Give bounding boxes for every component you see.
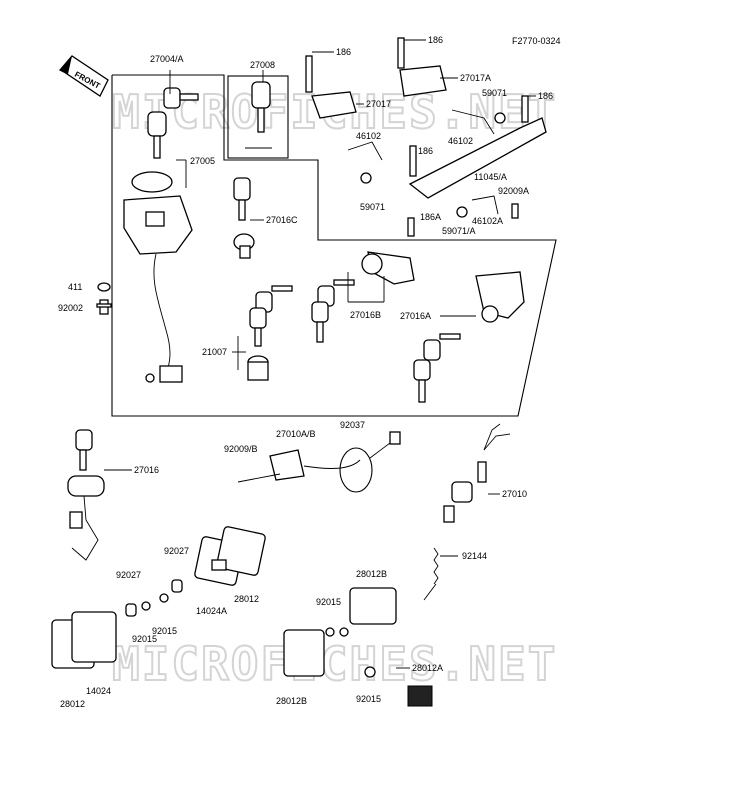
grommet-icon [360,172,372,184]
clamp-a-icon [397,37,447,97]
label-27016A: 27016A [400,311,431,321]
label-186A: 186A [420,212,441,222]
label-27016: 27016 [134,465,159,475]
grommet-a-icon [494,112,506,124]
label-92027b: 92027 [116,570,141,580]
bolt-186A-icon [407,217,415,237]
clip-a-icon [451,109,495,135]
nut-icon [159,593,169,603]
label-14024A: 14024A [196,606,227,616]
grommet-b-icon [456,206,468,218]
label-59071b: 59071 [360,202,385,212]
key-pair-b-icon [311,279,355,343]
label-28012A: 28012A [412,663,443,673]
label-46102b: 46102 [448,136,473,146]
label-92027a: 92027 [164,546,189,556]
key-blank-icon [245,81,272,149]
reflector-left-icon [51,611,117,669]
label-92009B: 92009/B [224,444,258,454]
label-21007: 21007 [202,347,227,357]
bracket-icon [408,95,547,199]
clamp-icon [305,55,357,119]
watermark-bottom: MICROFICHES.NET [112,637,557,691]
seat-lock-assembly-icon [475,271,525,323]
label-14024: 14024 [86,686,111,696]
label-92037: 92037 [340,420,365,430]
clip-b-icon [471,195,499,215]
ignition-key-set-icon [147,87,199,159]
nut-b-icon [141,601,151,611]
part-labels: 27004/A 27008 186 186 27017A 27017 59071… [58,35,553,709]
neutral-switch-icon [443,423,511,523]
label-186b: 186 [428,35,443,45]
lock-cylinder-icon [247,355,269,381]
ignition-group-frame [111,74,557,417]
label-186a: 186 [336,47,351,57]
label-59071A: 59071/A [442,226,476,236]
reflector-housing-icon [194,526,266,586]
washer-icon [97,282,111,292]
label-27016B: 27016B [350,310,381,320]
label-92002: 92002 [58,303,83,313]
label-411: 411 [68,282,82,292]
clip-icon [347,141,383,161]
label-27010AB: 27010A/B [276,429,316,439]
label-186c: 186 [538,91,553,101]
label-27004A: 27004/A [150,54,184,64]
label-92009A: 92009A [498,186,529,196]
label-27010: 27010 [502,489,527,499]
label-28012b: 28012 [60,699,85,709]
diagram-code: F2770-0324 [512,36,561,46]
screw-92009A-icon [511,203,519,219]
helmet-lock-icon [361,251,415,285]
helmet-lock-standalone-icon [67,429,105,561]
label-27008: 27008 [250,60,275,70]
key-pair-c-icon [413,333,461,403]
label-92015b: 92015 [132,634,157,644]
front-arrow-icon: FRONT [58,55,109,97]
label-92015a: 92015 [152,626,177,636]
label-28012Bb: 28012B [276,696,307,706]
label-186d: 186 [418,146,433,156]
screw-icon [96,299,112,315]
key-blank-box [227,75,289,159]
label-92144: 92144 [462,551,487,561]
key-pair-a-icon [249,285,293,347]
label-27017: 27017 [366,99,391,109]
label-27017A: 27017A [460,73,491,83]
spacer-92027b-icon [125,603,137,617]
label-28012B: 28012B [356,569,387,579]
label-46102A: 46102A [472,216,503,226]
label-92015c: 92015 [316,597,341,607]
label-11045A: 11045/A [474,172,507,182]
seat-lock-key-icon [233,177,255,259]
ignition-switch-icon [123,171,193,383]
label-27005: 27005 [190,156,215,166]
brake-light-switch-icon [237,431,401,493]
label-59071a: 59071 [482,88,507,98]
spring-icon [423,547,439,601]
leader-lines [104,39,536,669]
label-46102a: 46102 [356,131,381,141]
label-92015d: 92015 [356,694,381,704]
reflector-right-icon [283,587,433,707]
label-28012a: 28012 [234,594,259,604]
label-27016C: 27016C [266,215,298,225]
spacer-92027-icon [171,579,183,593]
